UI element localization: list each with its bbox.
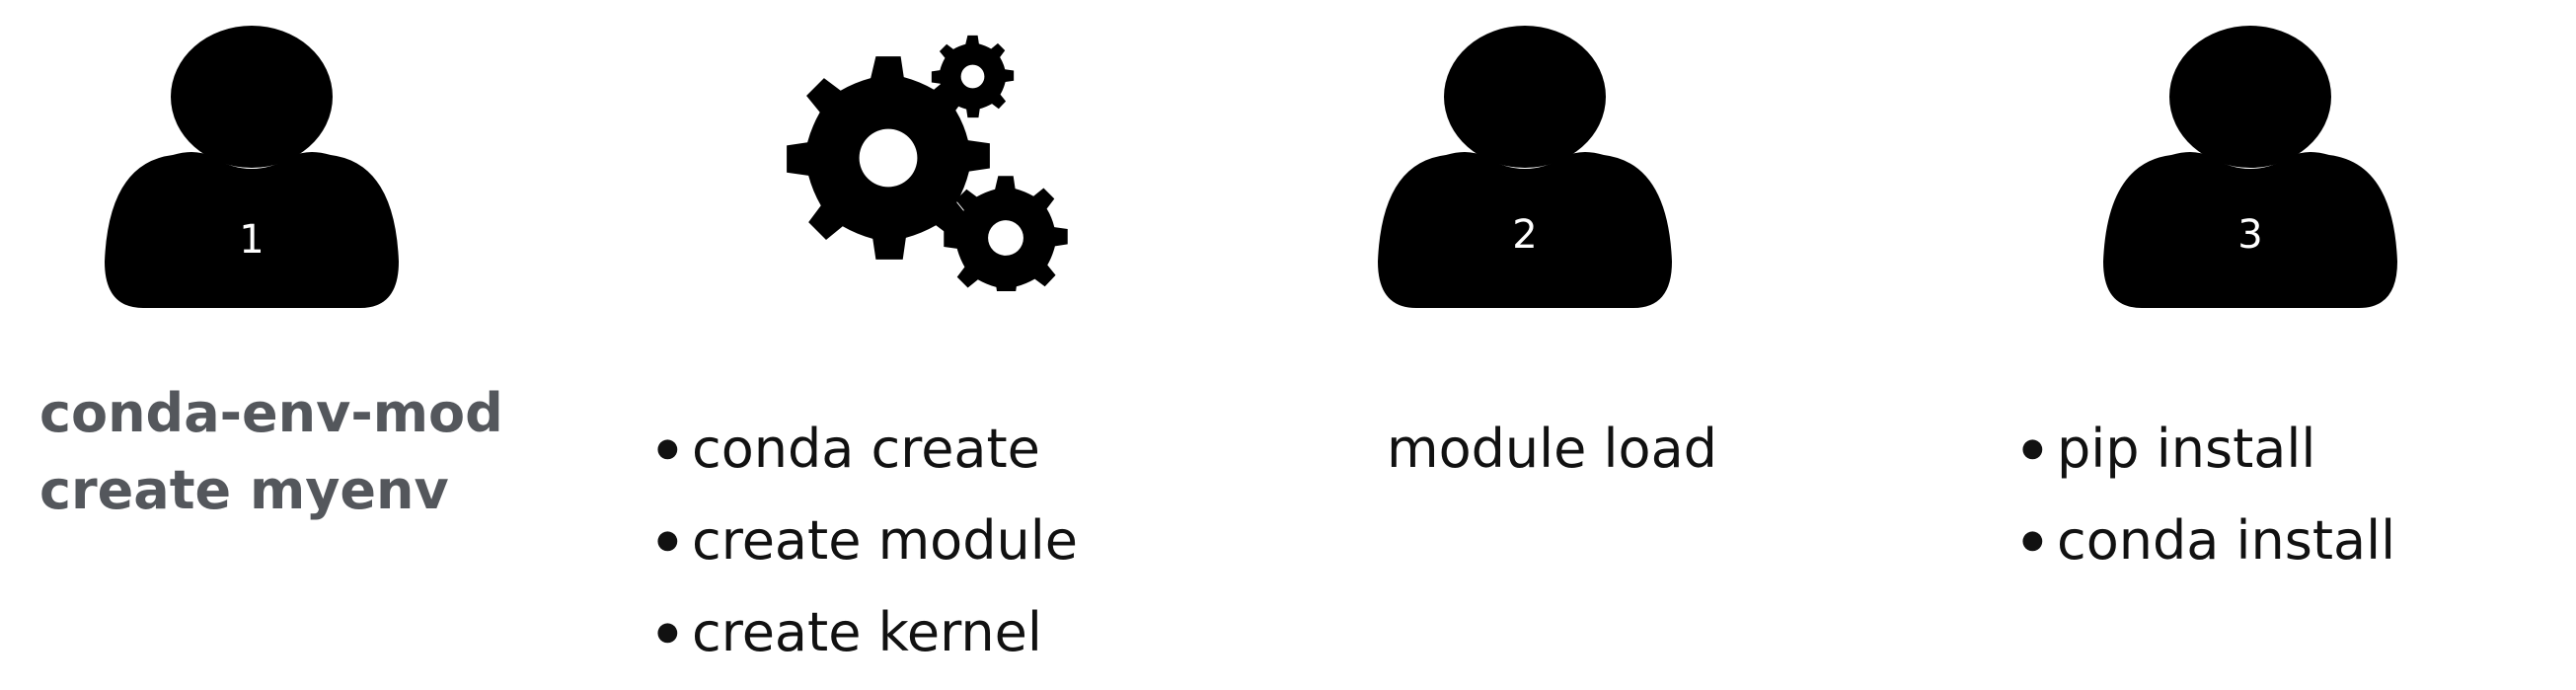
list-item: ●conda install <box>2021 495 2395 586</box>
bullet-icon: ● <box>2021 524 2044 555</box>
bullet-icon: ● <box>656 524 679 555</box>
list-item: ●create kernel <box>656 586 1078 678</box>
bullet-icon: ● <box>656 616 679 647</box>
step-1: 1 <box>99 25 405 316</box>
user-1-icon <box>99 25 405 311</box>
gears-group <box>785 35 1071 300</box>
setup-steps-list: ●conda create ●create module ●create ker… <box>656 403 1078 678</box>
module-load-command: module load <box>1387 418 1717 480</box>
step-2: 2 <box>1372 25 1678 316</box>
command-line-1: conda-env-mod <box>39 382 503 444</box>
command-line-2: create myenv <box>39 459 449 521</box>
user-number-1: 1 <box>239 217 265 263</box>
gears-icon <box>787 35 1068 300</box>
bullet-icon: ● <box>656 432 679 463</box>
bullet-icon: ● <box>2021 432 2044 463</box>
user-2-icon <box>1372 25 1678 311</box>
user-3-icon <box>2097 25 2403 311</box>
step-3: 3 <box>2097 25 2403 316</box>
install-steps-list: ●pip install ●conda install <box>2021 403 2395 586</box>
user-number-3: 3 <box>2237 212 2263 258</box>
list-item: ●conda create <box>656 403 1078 495</box>
list-item: ●create module <box>656 495 1078 586</box>
list-item: ●pip install <box>2021 403 2395 495</box>
user-number-2: 2 <box>1512 212 1538 258</box>
conda-env-mod-command: conda-env-mod create myenv <box>39 375 503 529</box>
